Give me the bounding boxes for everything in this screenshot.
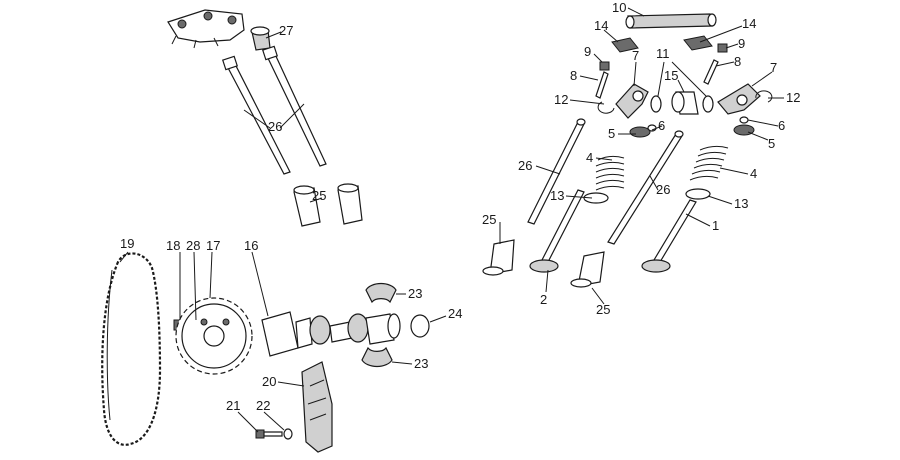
callout-12-right: 12 (786, 90, 800, 105)
callout-21: 21 (226, 398, 240, 413)
callout-9-right: 9 (738, 36, 745, 51)
callout-12-left: 12 (554, 92, 568, 107)
callout-8-right: 8 (734, 54, 741, 69)
callout-5-left: 5 (608, 126, 615, 141)
callout-23-top: 23 (408, 286, 422, 301)
nuts-9-screws-8 (595, 43, 728, 99)
callout-15: 15 (664, 68, 678, 83)
callout-26-right: 26 (656, 182, 670, 197)
screw-21-washer-22 (255, 428, 293, 440)
callout-25-bottom: 25 (596, 302, 610, 317)
callout-6-right: 6 (778, 118, 785, 133)
pushrod-pair-26-top (221, 45, 327, 175)
callout-10: 10 (612, 0, 626, 15)
tappet-pair-25-top (293, 183, 363, 227)
callout-16: 16 (244, 238, 258, 253)
callout-26-top: 26 (268, 119, 282, 134)
callout-26-left: 26 (518, 158, 532, 173)
camshaft-16 (261, 311, 401, 357)
callout-14-left: 14 (594, 18, 608, 33)
callout-6-left: 6 (658, 118, 665, 133)
callout-13-right: 13 (734, 196, 748, 211)
washers-11-bushing-15 (650, 91, 714, 115)
callout-4-right: 4 (750, 166, 757, 181)
callout-7-right: 7 (770, 60, 777, 75)
rocker-shaft-10 (625, 13, 717, 29)
callout-17: 17 (206, 238, 220, 253)
callout-9-left: 9 (584, 44, 591, 59)
callout-20: 20 (262, 374, 276, 389)
plates-14 (611, 35, 713, 53)
callout-22: 22 (256, 398, 270, 413)
tensioner-20 (301, 361, 333, 453)
callout-8-left: 8 (570, 68, 577, 83)
callout-25-left: 25 (482, 212, 496, 227)
callout-28: 28 (186, 238, 200, 253)
callout-19: 19 (120, 236, 134, 251)
timing-chain-19 (101, 252, 162, 446)
cap-27 (250, 26, 271, 51)
callout-14-right: 14 (742, 16, 756, 31)
callout-1: 1 (712, 218, 719, 233)
rocker-assembly-top-left (167, 9, 245, 49)
cotters-6-retainers-5 (629, 116, 755, 138)
valves-1-2 (529, 189, 697, 273)
callout-23-bottom: 23 (414, 356, 428, 371)
callout-2: 2 (540, 292, 547, 307)
callout-25-top: 25 (312, 188, 326, 203)
callout-7-left: 7 (632, 48, 639, 63)
sprocket-17 (175, 297, 253, 375)
callout-11: 11 (656, 46, 670, 61)
callout-24: 24 (448, 306, 462, 321)
clips-12 (597, 90, 773, 114)
callout-18: 18 (166, 238, 180, 253)
half-bearings-23 (361, 282, 397, 368)
springs-4 (595, 145, 729, 191)
leader-lines (119, 7, 784, 433)
spring-seats-13 (583, 188, 711, 204)
callout-27: 27 (279, 23, 293, 38)
rocker-arms-7 (615, 83, 761, 119)
callout-5-right: 5 (768, 136, 775, 151)
callout-labels: 27 26 25 10 14 14 9 9 8 8 7 7 11 15 12 1… (120, 0, 800, 413)
tappets-25-right (482, 239, 605, 288)
callout-13-left: 13 (550, 188, 564, 203)
callout-4-left: 4 (586, 150, 593, 165)
ring-24 (410, 314, 430, 338)
